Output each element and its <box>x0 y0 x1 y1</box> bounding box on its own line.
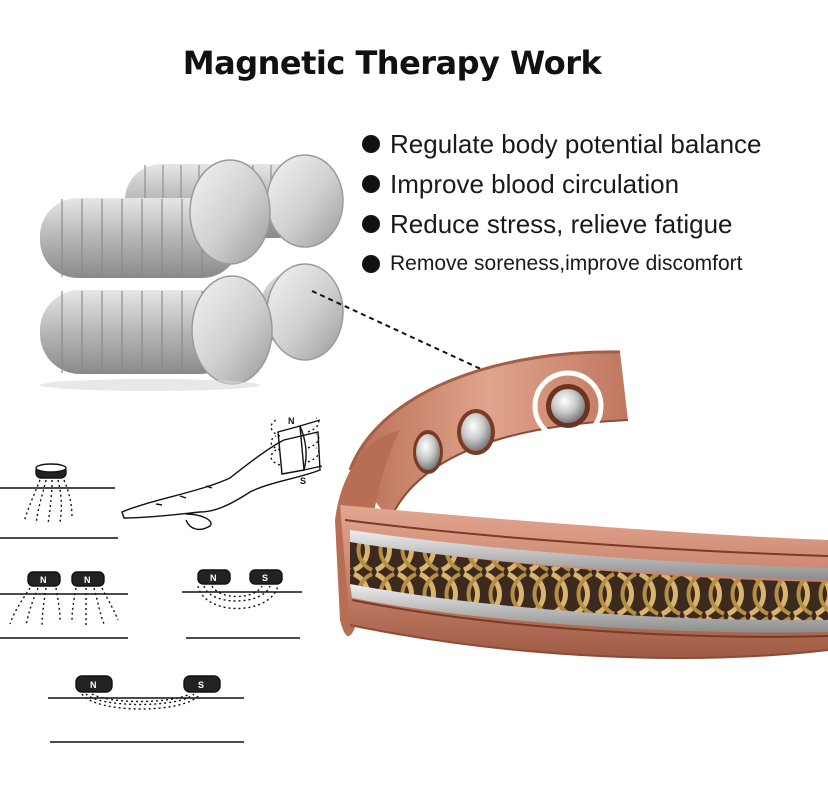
magnetic-field-diagram: N S N N N S <box>0 416 323 743</box>
benefit-item: Remove soreness,improve discomfort <box>362 244 762 284</box>
copper-bracelet <box>335 350 828 659</box>
magnet-stack <box>40 154 344 391</box>
svg-text:S: S <box>262 573 268 583</box>
benefit-item: Reduce stress, relieve fatigue <box>362 204 762 244</box>
benefit-text: Reduce stress, relieve fatigue <box>390 208 733 239</box>
svg-text:S: S <box>300 476 306 486</box>
hand-illustration <box>121 417 323 531</box>
bullet-icon <box>362 175 380 193</box>
benefit-item: Regulate body potential balance <box>362 124 762 164</box>
magnet-stud <box>457 409 495 455</box>
bullet-icon <box>362 135 380 153</box>
magnet-stud-highlighted <box>532 370 604 442</box>
bullet-icon <box>362 215 380 233</box>
magnet-stud <box>413 430 443 474</box>
svg-text:S: S <box>198 680 204 690</box>
benefit-text: Remove soreness,improve discomfort <box>390 252 743 275</box>
svg-text:N: N <box>288 416 295 426</box>
bullet-icon <box>362 255 380 273</box>
page-title: Magnetic Therapy Work <box>182 44 602 82</box>
benefit-text: Improve blood circulation <box>390 168 680 199</box>
benefit-text: Regulate body potential balance <box>390 128 762 159</box>
benefit-item: Improve blood circulation <box>362 164 762 204</box>
svg-text:N: N <box>84 575 91 585</box>
svg-text:N: N <box>210 573 217 583</box>
benefit-list: Regulate body potential balance Improve … <box>362 124 762 284</box>
svg-text:N: N <box>40 575 47 585</box>
svg-text:N: N <box>90 680 97 690</box>
